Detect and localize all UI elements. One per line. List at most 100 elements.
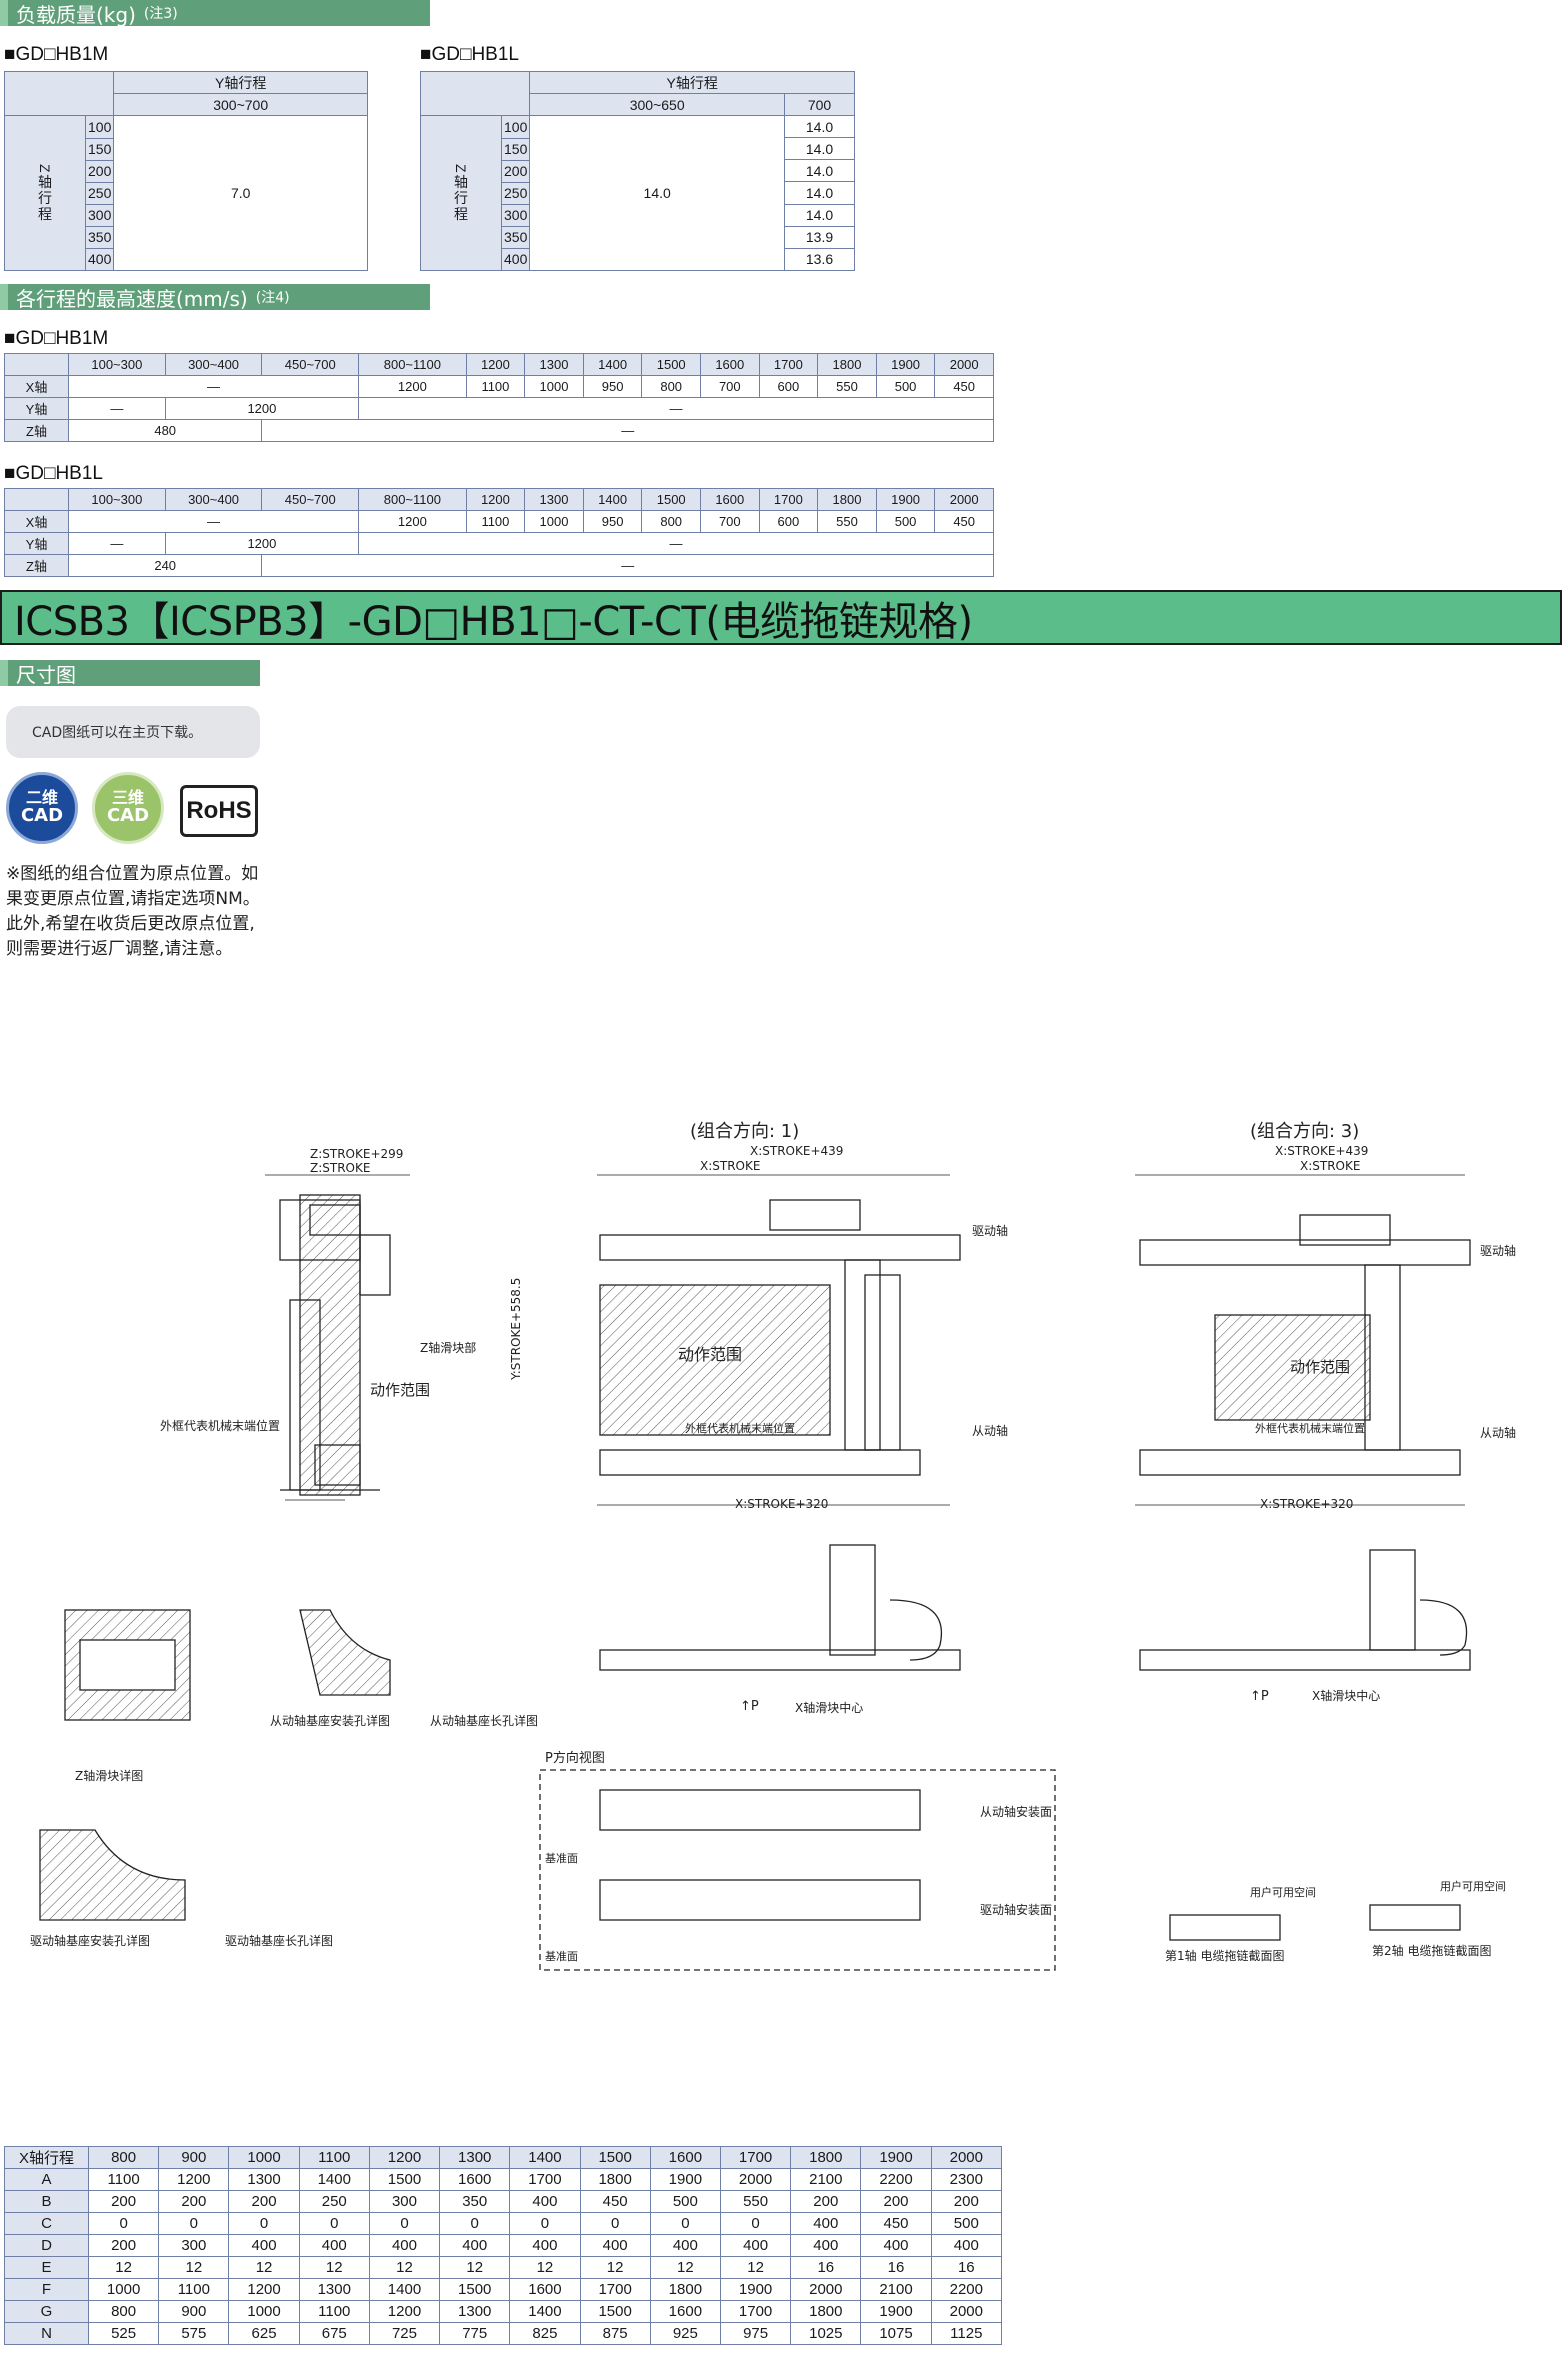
speed-l-label: ■GD□HB1L [4,463,103,484]
y-stroke-558-1: Y:STROKE+558.5 [509,1278,523,1381]
chain1-title: 第1轴 电缆拖链截面图 [1165,1948,1284,1963]
user-space-2: 用户可用空间 [1440,1879,1506,1893]
outer-mech-end-1: 外框代表机械末端位置 [685,1421,795,1435]
x-stroke-439-3: X:STROKE+439 [1275,1144,1368,1158]
x-axis-label: X轴 [4,375,69,398]
speed-header: 1700 [758,353,819,376]
badge-2d-top: 二维 [25,788,58,808]
dim-value: 400 [579,2234,651,2257]
cad-download-note[interactable]: CAD图纸可以在主页下载。 [6,706,260,758]
x-stroke-439-1: X:STROKE+439 [750,1144,843,1158]
cad-3d-badge[interactable]: 三维 CAD [92,772,164,844]
dim-value: 800 [87,2300,160,2323]
dim-value: 500 [930,2212,1003,2235]
dim-value: 1400 [298,2168,370,2191]
dim-value: 1900 [719,2278,792,2301]
stroke-header: 2000 [930,2146,1003,2169]
dim-value: 0 [719,2212,792,2235]
dim-value: 1400 [509,2300,581,2323]
dim-value: 1700 [719,2300,792,2323]
dim-value: 825 [509,2322,581,2345]
p-view-title: P方向视图 [545,1750,605,1766]
dim-value: 1600 [439,2168,511,2191]
speed-header: 800~1100 [358,488,467,511]
p-arrow-1: ↑P [740,1699,759,1714]
z-header: Z轴行程 [421,116,502,270]
dim-value: 16 [790,2256,862,2279]
y-range1: 300~650 [529,93,785,116]
y-speed: 1200 [164,397,360,420]
x-stroke-1: X:STROKE [700,1159,760,1173]
dim-value: 0 [298,2212,370,2235]
z-stroke-text: Z:STROKE [310,1161,370,1175]
z-stroke-299-text: Z:STROKE+299 [310,1147,403,1161]
x-stroke-320-1: X:STROKE+320 [735,1497,828,1511]
row-label: F [4,2278,89,2301]
drive-axis-1: 驱动轴 [972,1223,1008,1238]
corner-cell [4,353,69,376]
load-section-bar: 负载质量(kg) (注3) [0,0,430,27]
dim-value: 2300 [930,2168,1003,2191]
z-value: 150 [501,138,530,161]
dim-value: 1200 [368,2300,441,2323]
load-m-table: Y轴行程 300~700 Z轴行程 100 150 200 250 300 35… [3,71,368,271]
speed-section-note: (注4) [255,290,290,306]
dim-value: 12 [228,2256,300,2279]
dim-value: 2000 [719,2168,792,2191]
cad-2d-badge[interactable]: 二维 CAD [6,772,78,844]
dim-value: 400 [439,2234,511,2257]
load-section-title: 负载质量(kg) [16,2,136,27]
stroke-header: 900 [158,2146,230,2169]
x-speed: 950 [582,375,643,398]
speed-header: 1700 [758,488,819,511]
driven-axis-3: 从动轴 [1480,1425,1516,1440]
row-label: D [4,2234,89,2257]
z-value: 300 [501,204,530,227]
stroke-header: 1200 [368,2146,441,2169]
dim-value: 1700 [579,2278,651,2301]
outer-mech-end-side: 外框代表机械末端位置 [160,1418,280,1433]
dim-value: 12 [158,2256,230,2279]
speed-header: 1400 [582,488,643,511]
speed-header: 1800 [817,488,877,511]
drive-axis-3: 驱动轴 [1480,1243,1516,1258]
dim-value: 200 [228,2190,300,2213]
dim-value: 400 [509,2234,581,2257]
stroke-header: 800 [87,2146,160,2169]
dim-value: 0 [368,2212,441,2235]
dim-value: 0 [158,2212,230,2235]
dir1-title: (组合方向: 1) [690,1121,799,1142]
x-speed: 450 [934,510,994,533]
row-label: N [4,2322,89,2345]
stroke-header: 1700 [719,2146,792,2169]
dim-value: 1700 [509,2168,581,2191]
speed-m-label: ■GD□HB1M [4,328,109,349]
speed-header: 800~1100 [358,353,467,376]
stroke-header: 1400 [509,2146,581,2169]
dim-value: 450 [579,2190,651,2213]
z-axis-label: Z轴 [4,554,69,577]
dim-value: 1900 [860,2300,932,2323]
z-value: 400 [501,248,530,270]
origin-remark: ※图纸的组合位置为原点位置。如果变更原点位置,请指定选项NM。此外,希望在收货后… [6,864,260,959]
z-value: 100 [501,116,530,139]
x-stroke-320-3: X:STROKE+320 [1260,1497,1353,1511]
dash-cell: — [261,554,994,577]
bottom-views [599,1544,1471,1671]
dim-value: 725 [368,2322,441,2345]
z-value: 250 [501,182,530,205]
z-value: 150 [85,138,114,161]
speed-header: 1300 [524,488,584,511]
z-slider-label: Z轴滑块部 [420,1340,476,1355]
dim-value: 775 [439,2322,511,2345]
badge-3d-top: 三维 [111,788,144,808]
